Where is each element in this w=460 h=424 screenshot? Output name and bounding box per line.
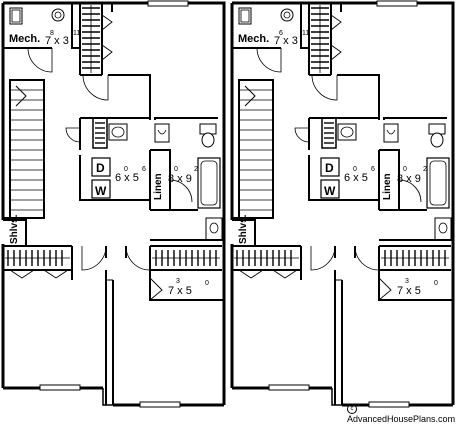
bath-dim-left: 8 x 9 bbox=[168, 173, 192, 185]
mech-label-left: Mech. bbox=[9, 33, 41, 45]
closet-dim-sup-right: 3 bbox=[405, 278, 409, 285]
closet-dim-right: 7 x 5 bbox=[397, 285, 421, 297]
laundry-dim-sup-left: 0 bbox=[124, 166, 128, 173]
mech-dim-sup-b-left: 11 bbox=[73, 30, 81, 37]
laundry-dim-sup-right: 0 bbox=[353, 166, 357, 173]
closet-dim-sup-left: 3 bbox=[176, 278, 180, 285]
washer-left: W bbox=[95, 184, 107, 198]
mech-label-right: Mech. bbox=[238, 33, 270, 45]
mech-dim-sup-right: 6 bbox=[279, 30, 283, 37]
bath-dim-sup-b-left: 2 bbox=[194, 166, 198, 173]
right-unit bbox=[230, 0, 455, 409]
washer-right: W bbox=[324, 184, 336, 198]
closet-dim-left: 7 x 5 bbox=[168, 285, 192, 297]
dryer-left: D bbox=[96, 161, 105, 175]
copyright-icon: c bbox=[347, 403, 357, 414]
bath-dim-sup-left: 0 bbox=[174, 166, 178, 173]
shelves-label-right: Shlvs. bbox=[238, 214, 249, 244]
closet-dim-sup-b-left: 0 bbox=[205, 280, 209, 287]
left-unit bbox=[1, 0, 226, 409]
bath-dim-sup-right: 0 bbox=[403, 166, 407, 173]
laundry-dim-sup-b-right: 6 bbox=[371, 166, 375, 173]
laundry-dim-left: 6 x 5 bbox=[115, 172, 139, 184]
linen-label-left: Linen bbox=[153, 173, 164, 200]
mech-dim-right: 7 x 3 bbox=[274, 35, 298, 47]
closet-dim-sup-b-right: 0 bbox=[434, 280, 438, 287]
mech-dim-sup-left: 8 bbox=[50, 30, 54, 37]
bath-dim-sup-b-right: 2 bbox=[423, 166, 427, 173]
mech-dim-left: 7 x 3 bbox=[45, 35, 69, 47]
laundry-dim-right: 6 x 5 bbox=[344, 172, 368, 184]
watermark-text: AdvancedHousePlans.com bbox=[347, 413, 456, 424]
bath-dim-right: 8 x 9 bbox=[397, 173, 421, 185]
shelves-label-left: Shlvs. bbox=[9, 214, 20, 244]
dryer-right: D bbox=[325, 161, 334, 175]
mech-dim-sup-b-right: 11 bbox=[302, 30, 310, 37]
laundry-dim-sup-b-left: 6 bbox=[142, 166, 146, 173]
linen-label-right: Linen bbox=[382, 173, 393, 200]
watermark: cAdvancedHousePlans.com bbox=[347, 403, 460, 424]
